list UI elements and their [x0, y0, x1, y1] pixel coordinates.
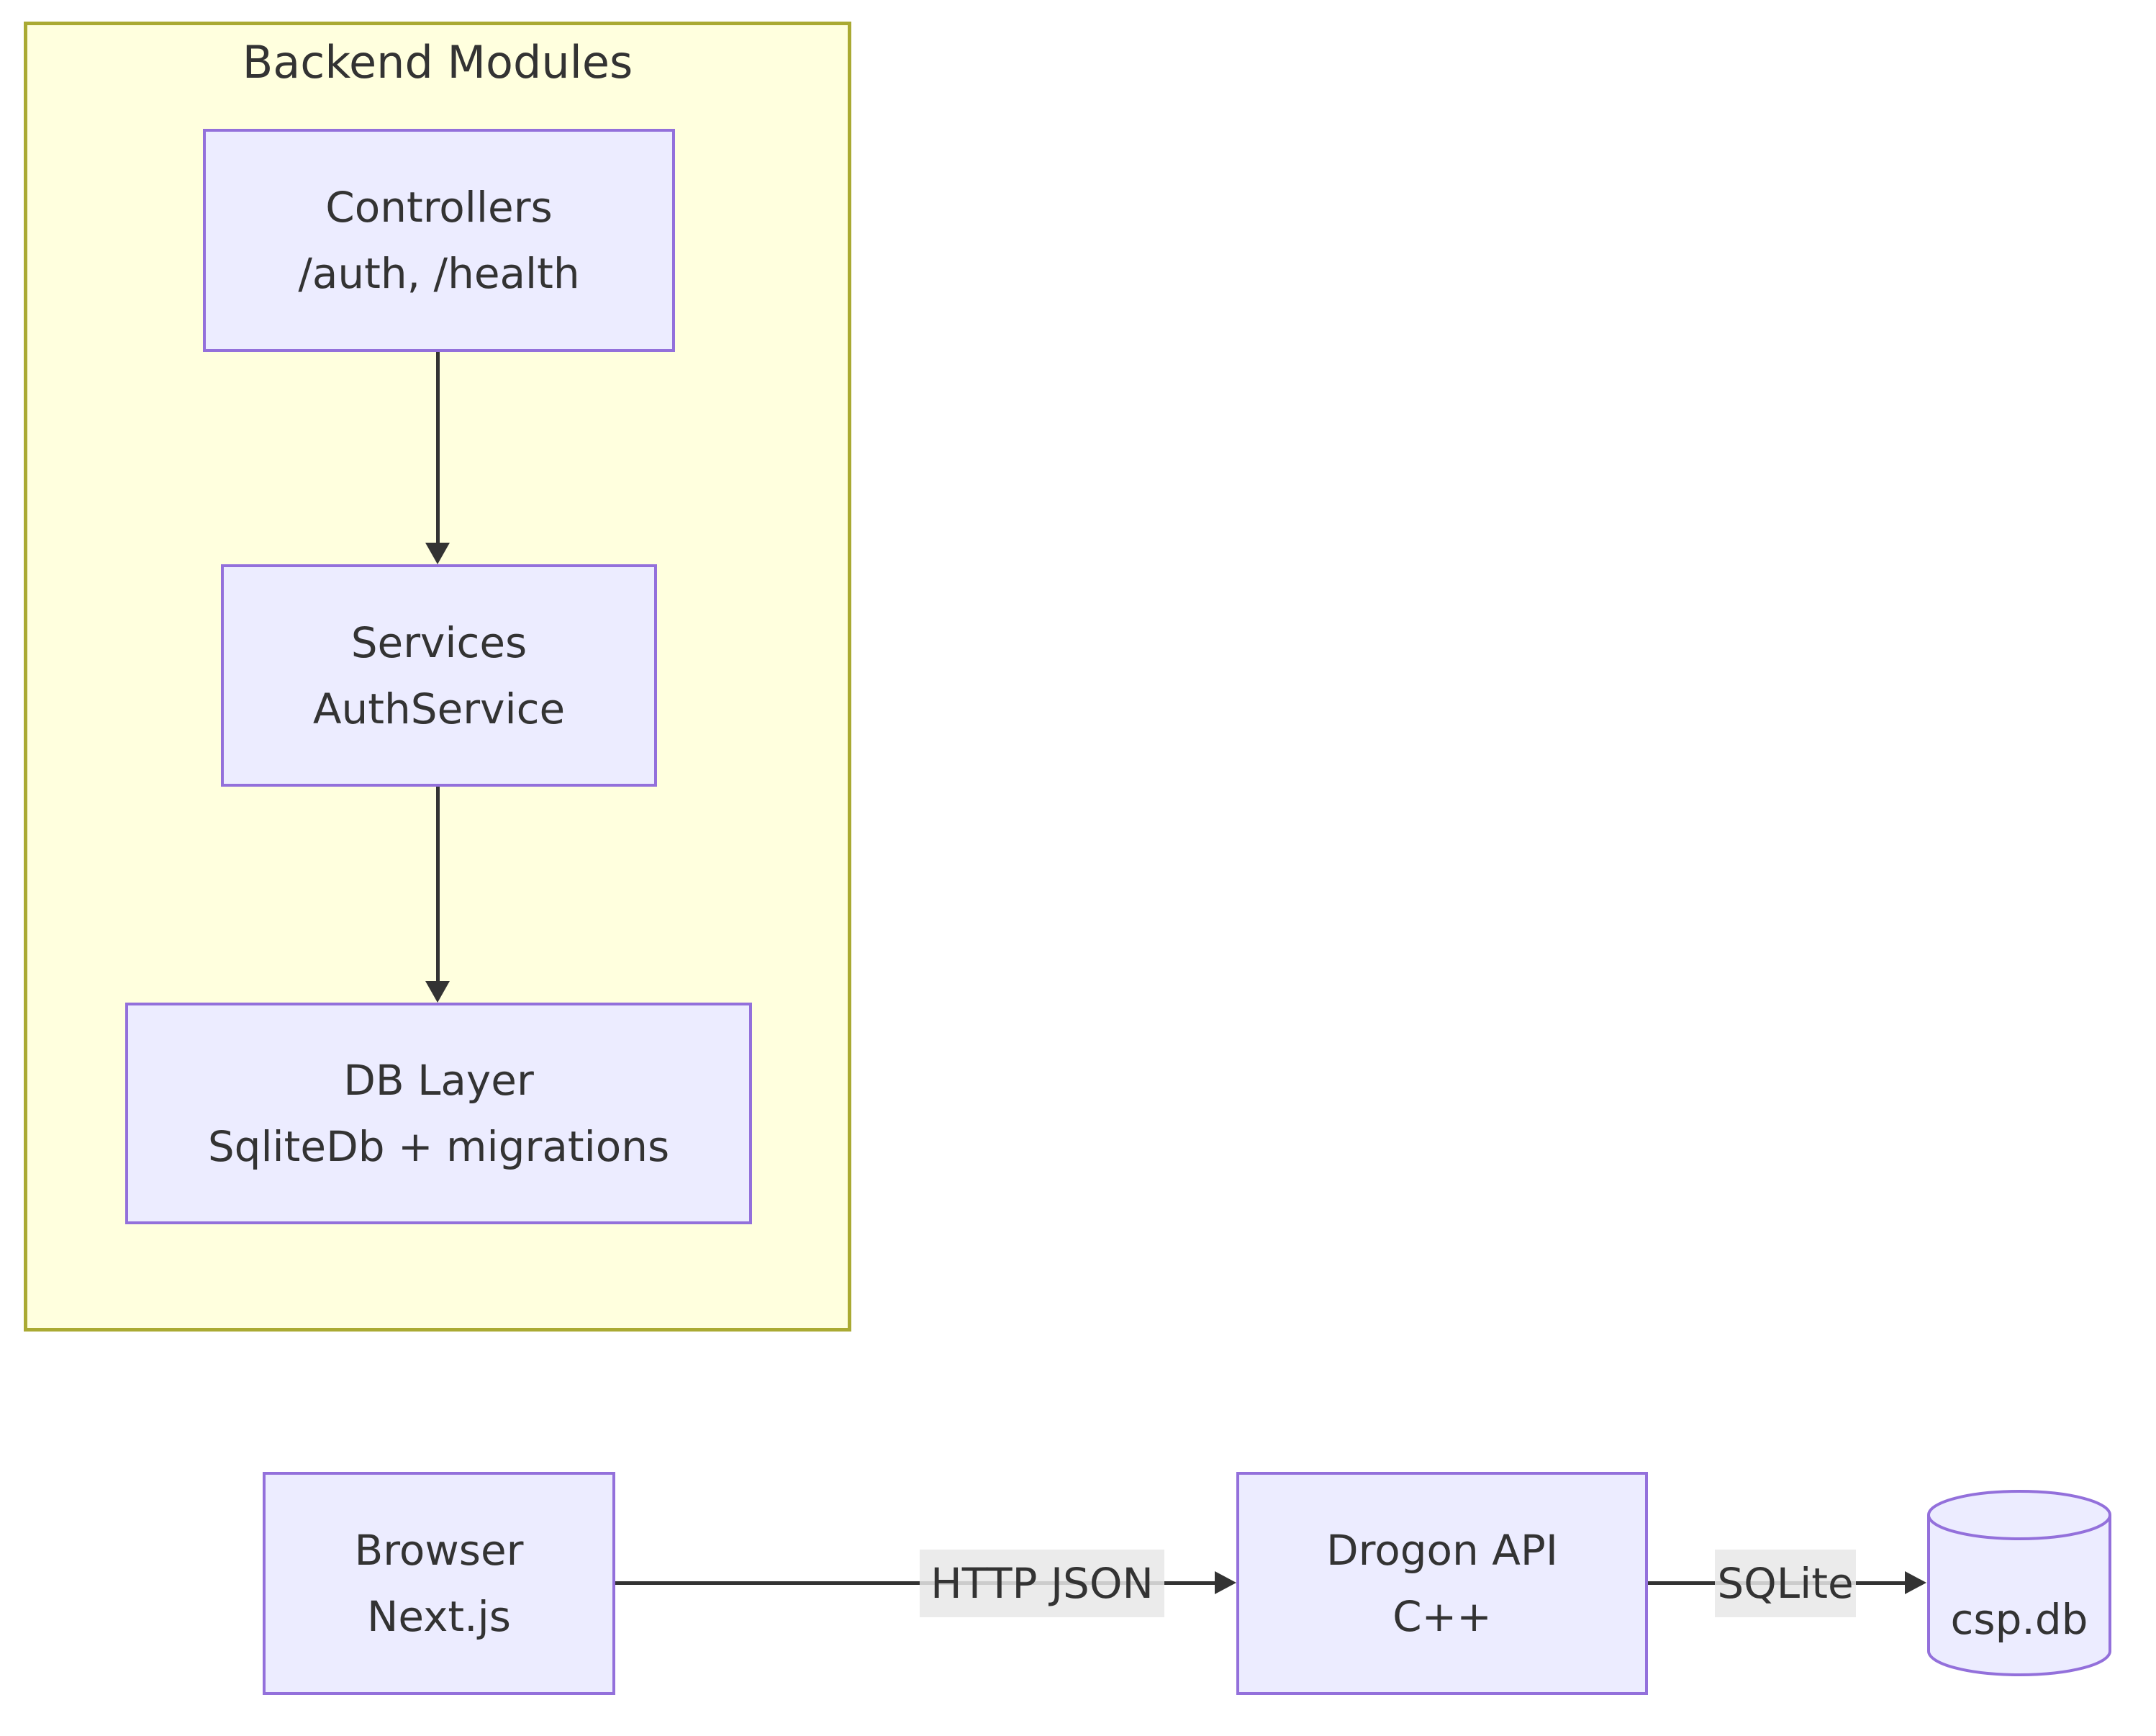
node-label-line: Next.js: [367, 1592, 511, 1641]
node-label-line: AuthService: [312, 684, 566, 733]
arrowhead-down-icon: [425, 543, 450, 564]
node-label-line: C++: [1392, 1592, 1492, 1641]
node-db-layer: DB Layer SqliteDb + migrations: [125, 1003, 752, 1224]
edge-controllers-to-services: [436, 352, 440, 543]
node-label-line: /auth, /health: [298, 249, 580, 298]
node-label-line: Controllers: [325, 183, 553, 232]
database-label: csp.db: [1950, 1595, 2088, 1644]
node-label-line: SqliteDb + migrations: [207, 1122, 670, 1171]
node-browser: Browser Next.js: [263, 1472, 615, 1695]
edge-label-sqlite: SQLite: [1715, 1550, 1856, 1617]
node-controllers: Controllers /auth, /health: [203, 129, 675, 352]
arrowhead-down-icon: [425, 981, 450, 1003]
node-label-line: Services: [350, 618, 527, 667]
arrowhead-right-icon: [1905, 1571, 1926, 1594]
edge-label-http-json: HTTP JSON: [920, 1550, 1164, 1617]
node-services: Services AuthService: [221, 564, 657, 787]
node-label-line: Browser: [354, 1526, 524, 1575]
node-label-line: DB Layer: [343, 1056, 534, 1105]
subgraph-title: Backend Modules: [242, 36, 633, 89]
arrowhead-right-icon: [1215, 1571, 1236, 1594]
node-label-line: Drogon API: [1326, 1526, 1558, 1575]
edge-browser-to-drogon: [615, 1581, 1215, 1585]
database-cylinder-icon: [1925, 1490, 2114, 1678]
edge-services-to-db-layer: [436, 787, 440, 981]
node-drogon-api: Drogon API C++: [1236, 1472, 1648, 1695]
